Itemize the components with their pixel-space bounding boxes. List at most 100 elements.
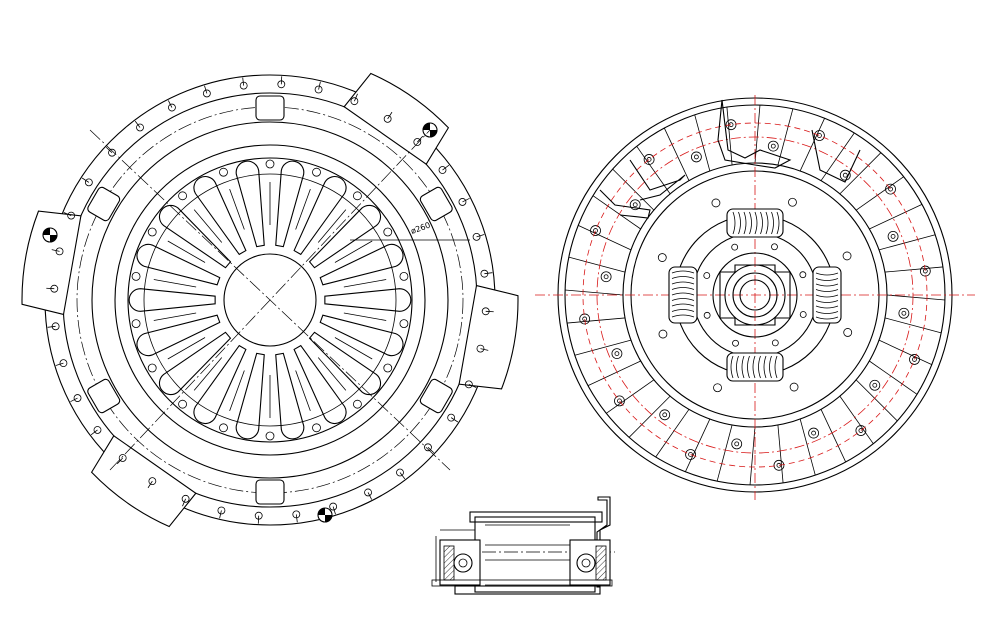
hub-hole <box>799 311 807 318</box>
bolt-hole <box>55 247 64 256</box>
rivet-core <box>817 133 822 138</box>
hub-hole <box>703 311 711 319</box>
rivet <box>579 313 591 325</box>
hole-mark <box>55 362 64 366</box>
diaphragm-finger <box>193 176 247 256</box>
facing-groove <box>716 424 733 482</box>
finger-slot <box>334 240 373 263</box>
finger-hole <box>399 271 409 281</box>
hub-hole <box>771 243 778 251</box>
facing-groove <box>878 234 936 251</box>
damper-spring <box>668 266 698 324</box>
rivet-core <box>770 143 776 149</box>
spring-coil <box>671 270 695 274</box>
spring-coil <box>671 309 695 312</box>
spring-coil <box>671 281 695 285</box>
spring-coil <box>732 211 736 235</box>
facing-groove <box>636 146 671 195</box>
hub-rivet <box>658 329 668 339</box>
rivet-core <box>617 398 622 404</box>
finger-slot <box>193 357 223 391</box>
facing-groove <box>663 127 690 181</box>
diaphragm-finger <box>193 344 247 424</box>
dowel-marker <box>318 508 332 522</box>
spring-coil <box>743 211 747 235</box>
finger-slot <box>153 312 197 321</box>
rivet-core <box>858 428 864 433</box>
hub-hole <box>731 243 739 251</box>
facing-groove <box>799 418 816 476</box>
rivet-core <box>842 172 848 178</box>
hole-mark <box>476 234 485 238</box>
rivet <box>898 307 910 319</box>
bolt-hole <box>413 138 422 146</box>
finger-slot <box>295 370 311 412</box>
spring-coil <box>754 211 758 235</box>
bolt-hole <box>84 178 93 187</box>
drive-strap-tab <box>255 479 285 505</box>
rivet-core <box>811 430 817 436</box>
facing-groove <box>655 409 690 458</box>
finger-hole <box>383 363 393 373</box>
spring-coil <box>815 278 839 281</box>
bolt-hole <box>364 488 372 497</box>
spring-coil <box>758 355 761 379</box>
finger-hole <box>147 227 157 237</box>
finger-hole <box>353 399 362 409</box>
rivet <box>611 348 623 360</box>
facing-groove <box>820 409 847 463</box>
finger-slot <box>295 188 311 230</box>
rivet <box>725 119 737 131</box>
diaphragm-finger <box>275 352 305 440</box>
drive-strap-tab <box>87 378 121 414</box>
hole-mark <box>462 197 470 203</box>
bolt-hole <box>438 166 447 174</box>
diaphragm-finger <box>235 160 265 248</box>
finger-hole <box>265 431 275 441</box>
finger-slot <box>317 209 347 243</box>
finger-slot <box>153 279 197 288</box>
rivet <box>808 427 820 439</box>
rivet-core <box>901 310 907 316</box>
diameter-dimension: ø260 <box>410 221 432 236</box>
bolt-hole <box>329 502 338 511</box>
damper-spring <box>812 266 842 324</box>
rivet-core <box>912 357 917 362</box>
rivet <box>885 183 896 195</box>
hole-mark <box>427 447 435 454</box>
hole-mark <box>242 77 245 86</box>
spring-coil <box>815 272 839 276</box>
damper-spring <box>726 352 784 382</box>
diaphragm-finger <box>308 204 382 269</box>
facing-groove <box>884 317 942 334</box>
spring-window <box>812 266 842 324</box>
spring-coil <box>815 305 839 309</box>
facing-groove <box>777 108 794 166</box>
diaphragm-finger <box>158 204 232 269</box>
facing-groove <box>884 266 943 273</box>
rivet-core <box>734 441 740 447</box>
hole-mark <box>354 93 358 102</box>
hole-mark <box>442 164 450 171</box>
facing-groove <box>587 360 641 387</box>
finger-slot <box>317 357 347 391</box>
hub-rivet <box>789 382 799 392</box>
bolt-hole <box>447 413 456 422</box>
spring-coil <box>815 300 839 303</box>
rivet-core <box>603 274 609 280</box>
hole-mark <box>147 480 153 489</box>
rivet-core <box>693 154 699 160</box>
spring-coil <box>671 287 695 290</box>
facing-groove <box>628 395 671 438</box>
rivet-core <box>614 351 620 357</box>
finger-hole <box>219 167 228 177</box>
bolt-hole <box>168 103 176 112</box>
rivet-core <box>890 233 896 239</box>
diaphragm-finger <box>275 160 305 248</box>
bolt-hole <box>136 123 144 132</box>
facing-groove <box>855 176 904 211</box>
diaphragm-finger <box>158 331 232 396</box>
spring-coil <box>763 355 767 379</box>
facing-groove <box>878 339 932 365</box>
